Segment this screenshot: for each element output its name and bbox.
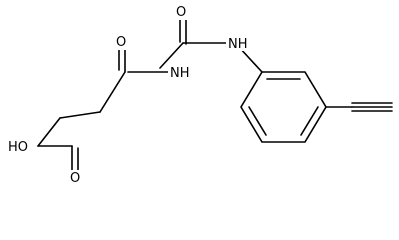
bond-chain-3 xyxy=(37,117,61,147)
atom-hydroxyl: HO xyxy=(8,140,28,155)
label-mask-nh-left xyxy=(168,64,192,80)
label-mask-o-urea xyxy=(174,4,190,20)
atom-nh-left: NH xyxy=(170,66,190,81)
chemical-structure: O NH NH O HO O xyxy=(6,4,393,186)
bond-chain-1 xyxy=(99,71,126,113)
bond-urea-c-nh-left xyxy=(159,42,184,69)
label-mask-ho xyxy=(6,138,32,154)
label-mask-o-amide xyxy=(114,34,130,50)
aromatic-double-2 xyxy=(300,106,319,136)
atom-oxygen-amide: O xyxy=(116,35,126,50)
atom-oxygen-acid: O xyxy=(70,171,80,186)
atom-nh-right: NH xyxy=(228,37,248,52)
atom-oxygen-urea: O xyxy=(176,5,186,20)
benzene-ring xyxy=(240,71,327,143)
aromatic-double-3 xyxy=(248,106,267,136)
bond-chain-2 xyxy=(59,111,101,119)
label-mask-nh-right xyxy=(226,35,250,51)
label-mask-o-acid xyxy=(68,170,84,186)
